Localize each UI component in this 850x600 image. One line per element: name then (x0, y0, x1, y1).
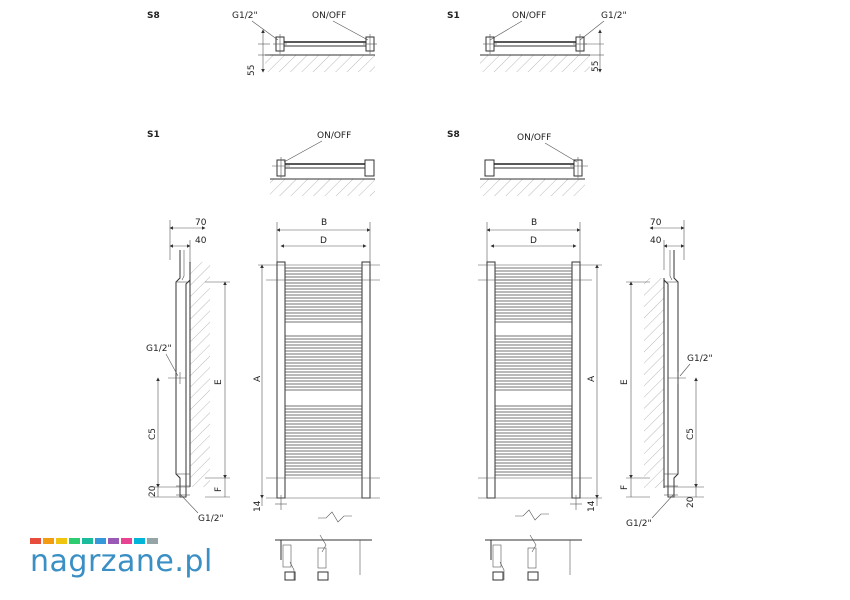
mid-left-plan-view: S1 ON/OFF (147, 130, 375, 196)
onoff-label: ON/OFF (317, 131, 351, 141)
logo-square (95, 538, 106, 544)
logo-square (134, 538, 145, 544)
left-side-view: 70 40 G1/2" C5 20 E F G1/2" (146, 218, 230, 524)
valve-label: G1/2" (626, 519, 652, 529)
valve-label: G1/2" (198, 514, 224, 524)
dim-55-label: 55 (247, 65, 257, 76)
logo-square (56, 538, 67, 544)
leader-line (165, 353, 179, 377)
valve-label: G1/2" (687, 354, 713, 364)
dim-d-label: D (530, 236, 537, 246)
variant-code: S1 (447, 11, 460, 21)
radiator-profile (663, 250, 679, 498)
wall-hatch (644, 278, 664, 488)
dim-c5-label: C5 (148, 428, 158, 440)
dim-70-label: 70 (650, 218, 662, 228)
dim-e-label: E (620, 379, 630, 385)
dim-40-label: 40 (650, 236, 662, 246)
wall-hatch (480, 55, 590, 72)
dim-a-label: A (587, 375, 597, 382)
end-cap (484, 159, 495, 177)
dim-b-label: B (321, 218, 327, 228)
logo-square (108, 538, 119, 544)
dim-a-label: A (253, 375, 263, 382)
break-symbol (515, 509, 549, 521)
dim-40-label: 40 (195, 236, 207, 246)
radiator-right-collector (361, 261, 371, 499)
valve-connector (527, 571, 539, 581)
leader-line (489, 20, 523, 41)
onoff-label: ON/OFF (312, 11, 346, 21)
leader-line (544, 142, 578, 163)
leader-line (179, 493, 199, 514)
valve-label: G1/2" (601, 11, 627, 21)
dim-e-label: E (214, 379, 224, 385)
dim-55-label: 55 (591, 61, 601, 72)
dim-b-label: B (531, 218, 537, 228)
valve-label: G1/2" (146, 344, 172, 354)
logo-square (82, 538, 93, 544)
brand-name: nagrzane.pl (30, 544, 213, 579)
top-left-plan-view: S8 G1/2" ON/OFF 55 (147, 11, 377, 76)
top-right-plan-view: S1 ON/OFF G1/2" 55 (447, 11, 627, 73)
valve-connector (492, 571, 504, 581)
logo-square (30, 538, 41, 544)
wall-hatch (190, 262, 210, 487)
dim-70-label: 70 (195, 218, 207, 228)
right-side-view: 70 40 G1/2" C5 20 E F G1/2" (620, 218, 713, 529)
right-front-view: B D A 14 (478, 218, 602, 581)
radiator-left-collector (276, 261, 286, 499)
radiator-profile (175, 250, 191, 498)
valve-connector (284, 571, 296, 581)
radiator-bars (285, 267, 362, 476)
dim-d-label: D (320, 236, 327, 246)
onoff-label: ON/OFF (512, 11, 546, 21)
break-symbol (318, 511, 352, 523)
dim-f-label: F (620, 485, 630, 490)
logo-square (69, 538, 80, 544)
wall-hatch (270, 179, 375, 196)
onoff-label: ON/OFF (517, 133, 551, 143)
leader-line (332, 20, 369, 41)
variant-code: S8 (147, 11, 160, 21)
wall-hatch (265, 55, 375, 72)
leader-line (283, 140, 323, 163)
variant-code: S1 (147, 130, 160, 140)
wall-hatch (480, 179, 585, 196)
logo-square (43, 538, 54, 544)
mid-right-plan-view: S8 ON/OFF (447, 130, 588, 196)
valve-connector (317, 571, 329, 581)
left-front-view: B D A 14 (253, 218, 380, 581)
radiator-left-collector (486, 261, 496, 499)
valve-body (527, 547, 537, 569)
leader-line (651, 493, 675, 519)
dim-20-label: 20 (148, 485, 158, 497)
dim-20-label: 20 (686, 496, 696, 508)
valve-body (317, 547, 327, 569)
valve-label: G1/2" (232, 11, 258, 21)
end-cap (364, 159, 375, 177)
variant-code: S8 (447, 130, 460, 140)
dim-c5-label: C5 (686, 428, 696, 440)
valve-body (282, 544, 292, 568)
logo-square (147, 538, 158, 544)
dim-14-label: 14 (587, 500, 597, 512)
valve-body (492, 544, 502, 568)
radiator-bars (495, 267, 572, 476)
brand-logo: nagrzane.pl (30, 538, 230, 588)
leader-line (251, 20, 279, 41)
dim-f-label: F (214, 487, 224, 492)
logo-color-squares (30, 538, 158, 544)
logo-square (121, 538, 132, 544)
dim-14-label: 14 (253, 500, 263, 512)
radiator-right-collector (571, 261, 581, 499)
leader-line (679, 363, 691, 377)
